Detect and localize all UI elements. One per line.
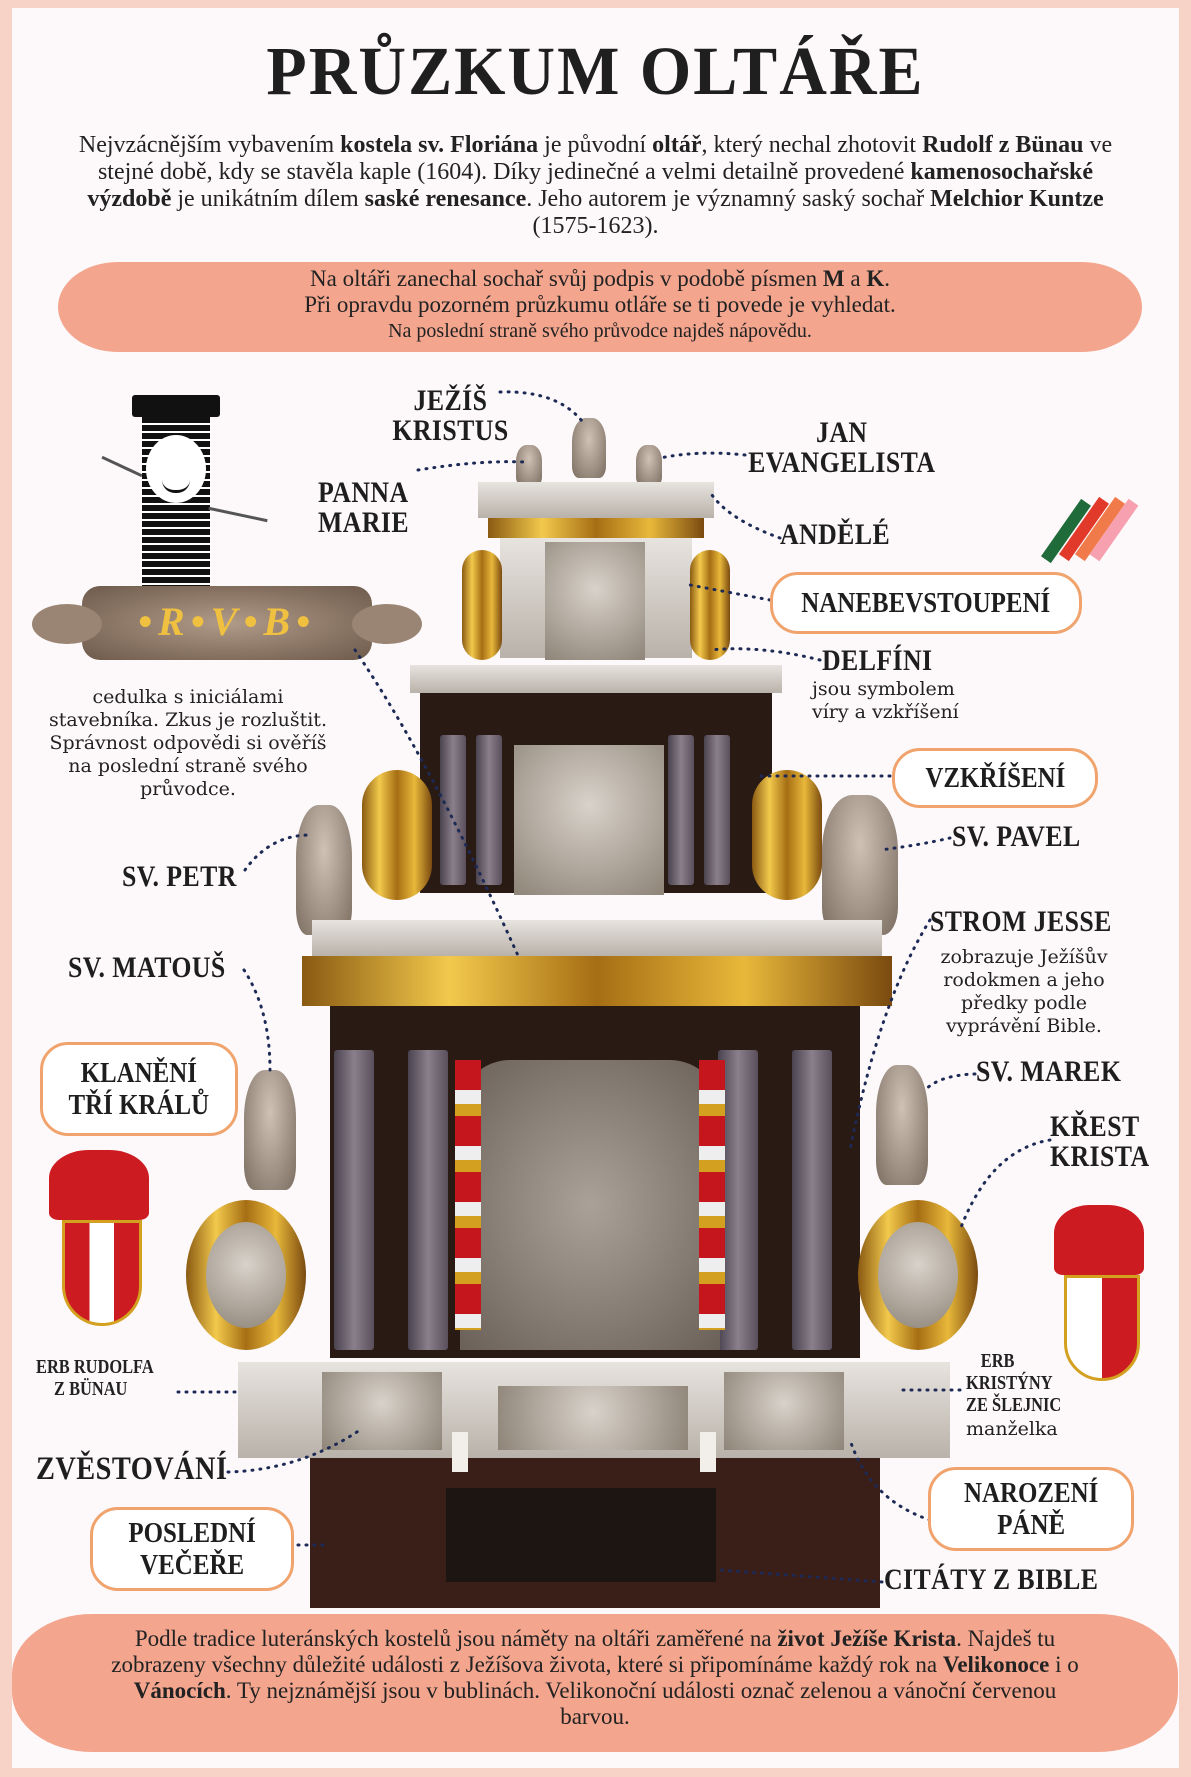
label-sv-pavel: SV. PAVEL	[952, 820, 1081, 853]
text: je původní	[538, 132, 653, 158]
text: . Ty nejznámější jsou v bublinách. Velik…	[225, 1678, 1057, 1729]
intro-paragraph: Nejvzácnějším vybavením kostela sv. Flor…	[60, 132, 1131, 240]
text: ve stejné době, kdy se stavěla kaple (16…	[97, 132, 1113, 185]
tower-mascot-illustration	[100, 395, 280, 595]
bold-text: saské renesance	[364, 186, 527, 212]
bubble-vzkriseni: VZKŘÍŠENÍ	[892, 748, 1098, 808]
label-sv-petr: SV. PETR	[122, 860, 237, 893]
text: (1575-1623).	[532, 213, 659, 239]
bold-text: oltář	[652, 132, 702, 158]
bottom-bubble: Podle tradice luteránských kostelů jsou …	[12, 1614, 1178, 1752]
bold-text: Rudolf z Bünau	[922, 132, 1084, 158]
text: Nejvzácnějším vybavením	[78, 132, 341, 158]
bold-text: život Ježíše Krista	[777, 1626, 957, 1651]
bold-text: Velikonoce	[942, 1652, 1050, 1677]
label-andele: ANDĚLÉ	[780, 518, 891, 551]
bold-text: Melchior Kuntze	[930, 186, 1104, 212]
rvb-plaque-image: •R•V•B•	[22, 576, 432, 668]
text: , který nechal zhotovit	[701, 132, 923, 158]
label-citaty-z-bible: CITÁTY Z BIBLE	[884, 1563, 1099, 1596]
label-delfini: DELFÍNI	[822, 644, 933, 677]
text: je unikátním dílem	[171, 186, 365, 212]
bold-text: kamenosochařské výzdobě	[87, 159, 1094, 212]
coat-of-arms-rudolf	[24, 1150, 174, 1330]
text: i o	[1049, 1652, 1079, 1677]
bubble-nanebevstoupeni: NANEBEVSTOUPENÍ	[770, 572, 1082, 634]
label-sv-marek: SV. MAREK	[976, 1055, 1122, 1088]
label-strom-jesse: STROM JESSE	[930, 905, 1112, 938]
label-sv-matous: SV. MATOUŠ	[68, 951, 226, 984]
text: Podle tradice luteránských kostelů jsou …	[134, 1626, 778, 1651]
bold-text: kostela sv. Floriána	[340, 132, 539, 158]
hint-bubble: Na oltáři zanechal sochař svůj podpis v …	[58, 262, 1142, 352]
erb-kristyny-note: manželka	[966, 1418, 1058, 1440]
bold-text: Vánocích	[133, 1678, 226, 1703]
text: . Jeho autorem je významný saský sochař	[526, 186, 931, 212]
coat-of-arms-kristyna	[1034, 1205, 1164, 1385]
label-zvestovani: ZVĚSTOVÁNÍ	[36, 1451, 228, 1487]
text: . Najdeš tu zobrazeny všechny důležité u…	[111, 1626, 1056, 1677]
page-title: PRŮZKUM OLTÁŘE	[266, 33, 925, 110]
